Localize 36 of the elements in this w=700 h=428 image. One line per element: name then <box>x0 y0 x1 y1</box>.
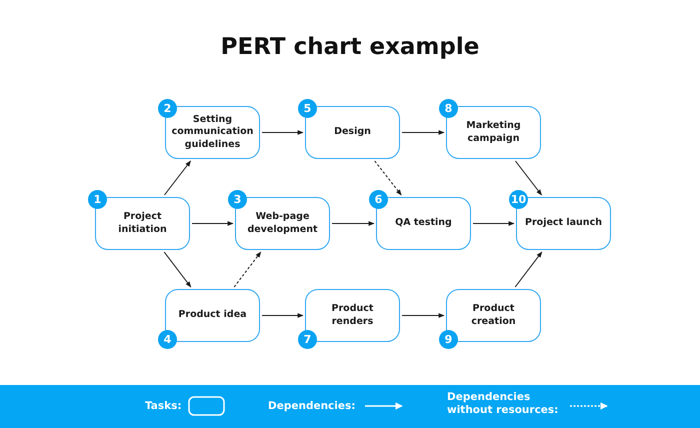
task-label: Web-page development <box>246 211 319 236</box>
arrow <box>332 221 375 226</box>
task-number: 10 <box>509 190 528 209</box>
arrow <box>164 160 192 196</box>
task-label: Design <box>333 126 372 139</box>
legend-label: Tasks: <box>145 400 182 414</box>
task-number: 9 <box>439 330 458 349</box>
dashed-arrow <box>374 160 402 196</box>
task-label: Product renders <box>330 303 374 328</box>
task-number: 8 <box>439 99 458 118</box>
task-label: QA testing <box>394 217 453 230</box>
legend-label: Dependencies without resources: <box>447 391 560 418</box>
task-number: 3 <box>228 190 247 209</box>
task-label: Product idea <box>177 309 248 322</box>
chart-title: PERT chart example <box>220 34 480 60</box>
task-label: Project launch <box>524 217 603 230</box>
arrow <box>262 313 304 318</box>
task-label: Project initiation <box>117 211 168 236</box>
task-number: 4 <box>158 330 177 349</box>
arrow <box>192 221 234 226</box>
arrow <box>472 221 515 226</box>
arrow <box>164 252 192 288</box>
task-number: 1 <box>88 190 107 209</box>
arrow <box>514 160 542 196</box>
arrow <box>402 130 445 135</box>
task-number: 6 <box>369 190 388 209</box>
dashed-arrow <box>234 252 262 288</box>
task-label: Marketing campaign <box>465 120 522 145</box>
legend-label: Dependencies: <box>268 400 356 414</box>
arrow <box>262 130 304 135</box>
arrow <box>514 252 542 288</box>
task-label: Product creation <box>470 303 517 328</box>
arrow <box>402 313 445 318</box>
task-number: 7 <box>298 330 317 349</box>
task-number: 2 <box>158 99 177 118</box>
task-number: 5 <box>298 99 317 118</box>
